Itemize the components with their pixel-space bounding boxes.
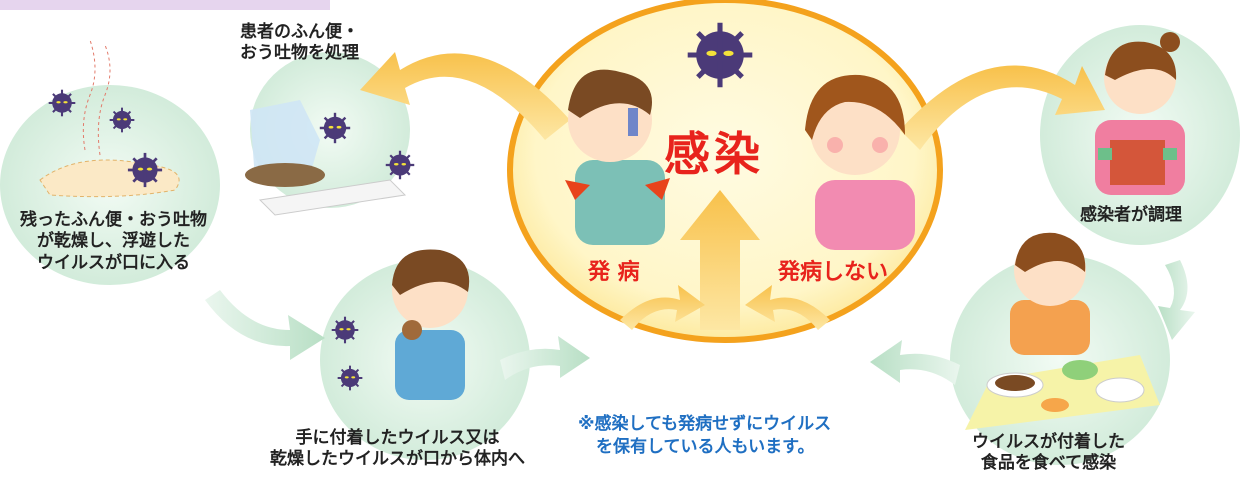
sick-boy-illustration [565,69,670,245]
label-contaminated-food: ウイルスが付着した 食品を食べて感染 [972,432,1125,475]
waste-handling-illustration [245,100,416,216]
arrow-dried-to-hand [205,290,325,360]
label-hand-to-mouth-line1: 手に付着したウイルス又は [295,428,500,448]
label-dried-airborne-line2: が乾燥し、浮遊した [37,231,190,252]
label-hand-to-mouth-line2: 乾燥したウイルスが口から体内へ [270,449,525,470]
carrier-note: ※感染しても発病せずにウイルス を保有している人もいます。 [578,413,831,459]
carrier-note-line1: ※感染しても発病せずにウイルス [578,414,832,434]
label-dried-airborne: 残ったふん便・おう吐物 が乾燥し、浮遊した ウイルスが口に入る [20,210,207,274]
infected-cook-illustration [1095,32,1185,195]
dried-waste-illustration [39,39,180,198]
arrow-up-center [680,190,760,330]
label-handling-waste-line2: おう吐物を処理 [240,43,359,64]
arrow-hand-to-center [500,336,590,380]
arrow-center-to-cook [900,65,1105,150]
eating-child-illustration [965,232,1160,430]
label-dried-airborne-line3: ウイルスが口に入る [37,252,190,273]
label-contaminated-food-line2: 食品を食べて感染 [980,453,1117,474]
label-infected-cook: 感染者が調理 [1080,205,1182,225]
arrow-food-to-center [870,340,960,385]
arrow-center-to-handling [360,52,570,140]
label-hand-to-mouth: 手に付着したウイルス又は 乾燥したウイルスが口から体内へ [270,428,525,471]
label-dried-airborne-line1: 残ったふん便・おう吐物 [20,210,207,230]
outcome-sick-label: 発 病 [588,260,640,285]
healthy-girl-illustration [805,74,915,250]
carrier-note-line2: を保有している人もいます。 [596,436,815,457]
arrow-in-left [620,285,705,330]
arrow-in-right [745,285,830,330]
label-handling-waste-line1: 患者のふん便・ [240,22,359,42]
outcome-not-sick-label: 発病しない [778,260,889,285]
label-handling-waste: 患者のふん便・ おう吐物を処理 [240,22,359,65]
hand-to-mouth-boy-illustration [330,249,470,400]
infection-title: 感染 [664,127,764,181]
label-contaminated-food-line1: ウイルスが付着した [972,432,1125,452]
arrow-cook-to-food [1158,260,1195,340]
header-bar [0,0,330,10]
